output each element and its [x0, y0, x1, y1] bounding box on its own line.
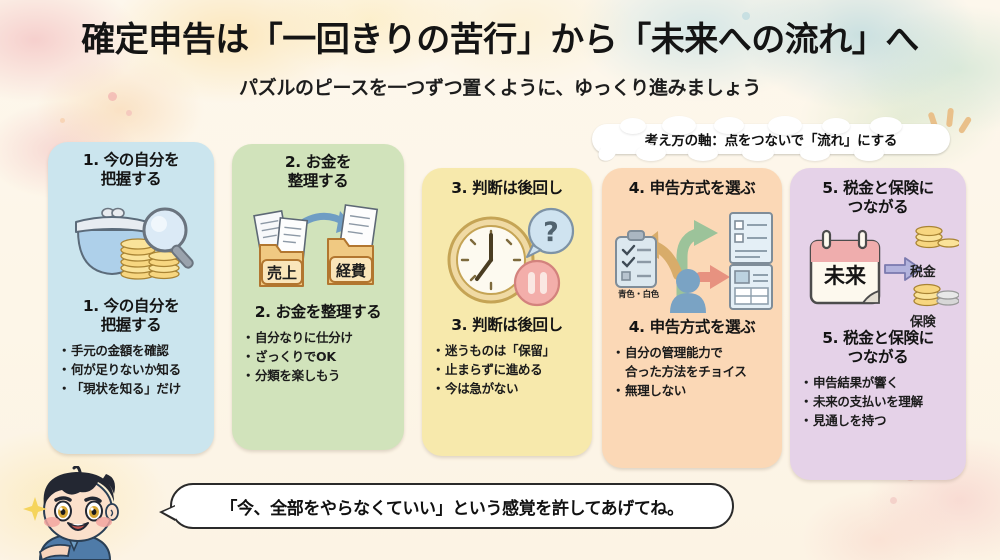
card-3-bullets: 迷うものは「保留」 止まらずに進める 今は急がない	[422, 341, 592, 398]
card-3-heading: 3. 判断は後回し	[451, 315, 563, 334]
card-5-icon-area: 未来	[790, 217, 966, 330]
list-item: 手元の金額を確認	[58, 341, 206, 360]
icon-label-method: 青色・白色	[618, 289, 660, 300]
page-title: 確定申告は「一回きりの苦行」から「未来への流れ」へ	[81, 20, 919, 60]
folder-label-expense: 経費	[336, 262, 366, 280]
card-2-heading: 2. お金を整理する	[254, 302, 382, 321]
icon-label-tax: 税金	[910, 264, 936, 280]
card-4-icon-area: 青色・白色	[602, 198, 782, 318]
card-2-top-title: 2. お金を 整理する	[284, 153, 352, 190]
list-item: 自分なりに仕分け	[242, 328, 396, 347]
folders-receipts-icon: 売上 経費	[253, 203, 379, 287]
list-item: 迷うものは「保留」	[432, 341, 584, 360]
list-item: 無理しない	[612, 381, 774, 400]
list-item: 見通しを持つ	[800, 411, 958, 430]
list-item: 申告結果が響く	[800, 373, 958, 392]
list-item: 止まらずに進める	[432, 360, 584, 379]
footer-speech-bubble: 「今、全部をやらなくていい」という感覚を許してあげてね。	[159, 483, 734, 529]
card-3-icon-area: ?	[422, 198, 592, 316]
list-item: 今は急がない	[432, 379, 584, 398]
step-card-5[interactable]: 5. 税金と保険に つながる 未来	[790, 168, 966, 480]
card-4-top-title: 4. 申告方式を選ぶ	[628, 179, 756, 197]
folder-label-sales: 売上	[267, 264, 297, 282]
step-card-2[interactable]: 2. お金を 整理する	[232, 144, 404, 450]
header: 確定申告は「一回きりの苦行」から「未来への流れ」へ パズルのピースを一つずつ置く…	[0, 0, 1000, 100]
list-item: 何が足りないか知る	[58, 360, 206, 379]
card-2-bullets: 自分なりに仕分け ざっくりでOK 分類を楽しもう	[232, 328, 404, 385]
footer-bubble-text: 「今、全部をやらなくていい」という感覚を許してあげてね。	[220, 498, 684, 519]
bg-speck	[890, 497, 897, 504]
card-5-bullets: 申告結果が響く 未来の支払いを理解 見通しを持つ	[790, 373, 966, 430]
calendar-arrow-coins-icon: 未来	[809, 225, 959, 306]
bg-speck	[126, 110, 132, 116]
step-card-3[interactable]: 3. 判断は後回し	[422, 168, 592, 456]
card-3-top-title: 3. 判断は後回し	[451, 179, 563, 197]
card-1-icon-area	[48, 189, 214, 297]
list-item: ざっくりでOK	[242, 347, 396, 366]
purse-magnifier-coins-icon	[75, 207, 194, 280]
callout-bubble: 考え方の軸：点をつないで「流れ」にする	[592, 116, 950, 161]
step-card-4[interactable]: 4. 申告方式を選ぶ	[602, 168, 782, 468]
list-item: 分類を楽しもう	[242, 366, 396, 385]
boy-character-mascot	[18, 465, 148, 560]
bg-speck	[60, 118, 65, 123]
bubble-tail-inner	[163, 506, 176, 519]
calendar-label-future: 未来	[824, 264, 867, 288]
fork-road-person-documents-icon	[615, 211, 773, 313]
card-4-bullets: 自分の管理能力で 合った方法をチョイス 無理しない	[602, 343, 782, 400]
card-5-heading: 5. 税金と保険に つながる	[822, 328, 934, 366]
list-item: 未来の支払いを理解	[800, 392, 958, 411]
svg-text:?: ?	[543, 217, 559, 248]
list-item: 「現状を知る」だけ	[58, 379, 206, 398]
page-subtitle: パズルのピースを一つずつ置くように、ゆっくり進みましょう	[238, 77, 762, 100]
clock-pause-question-icon: ?	[447, 207, 575, 307]
card-4-heading: 4. 申告方式を選ぶ	[628, 317, 756, 336]
card-1-bullets: 手元の金額を確認 何が足りないか知る 「現状を知る」だけ	[48, 341, 214, 398]
list-item: 自分の管理能力で 合った方法をチョイス	[612, 343, 774, 381]
callout-text: 考え方の軸：点をつないで「流れ」にする	[644, 133, 898, 149]
card-5-top-title: 5. 税金と保険に つながる	[822, 179, 934, 216]
card-1-top-title: 1. 今の自分を 把握する	[82, 151, 180, 188]
card-1-heading: 1. 今の自分を 把握する	[82, 296, 180, 334]
icon-label-insurance: 保険	[910, 314, 936, 330]
step-card-1[interactable]: 1. 今の自分を 把握する	[48, 142, 214, 454]
card-2-icon-area: 売上 経費	[232, 191, 404, 303]
